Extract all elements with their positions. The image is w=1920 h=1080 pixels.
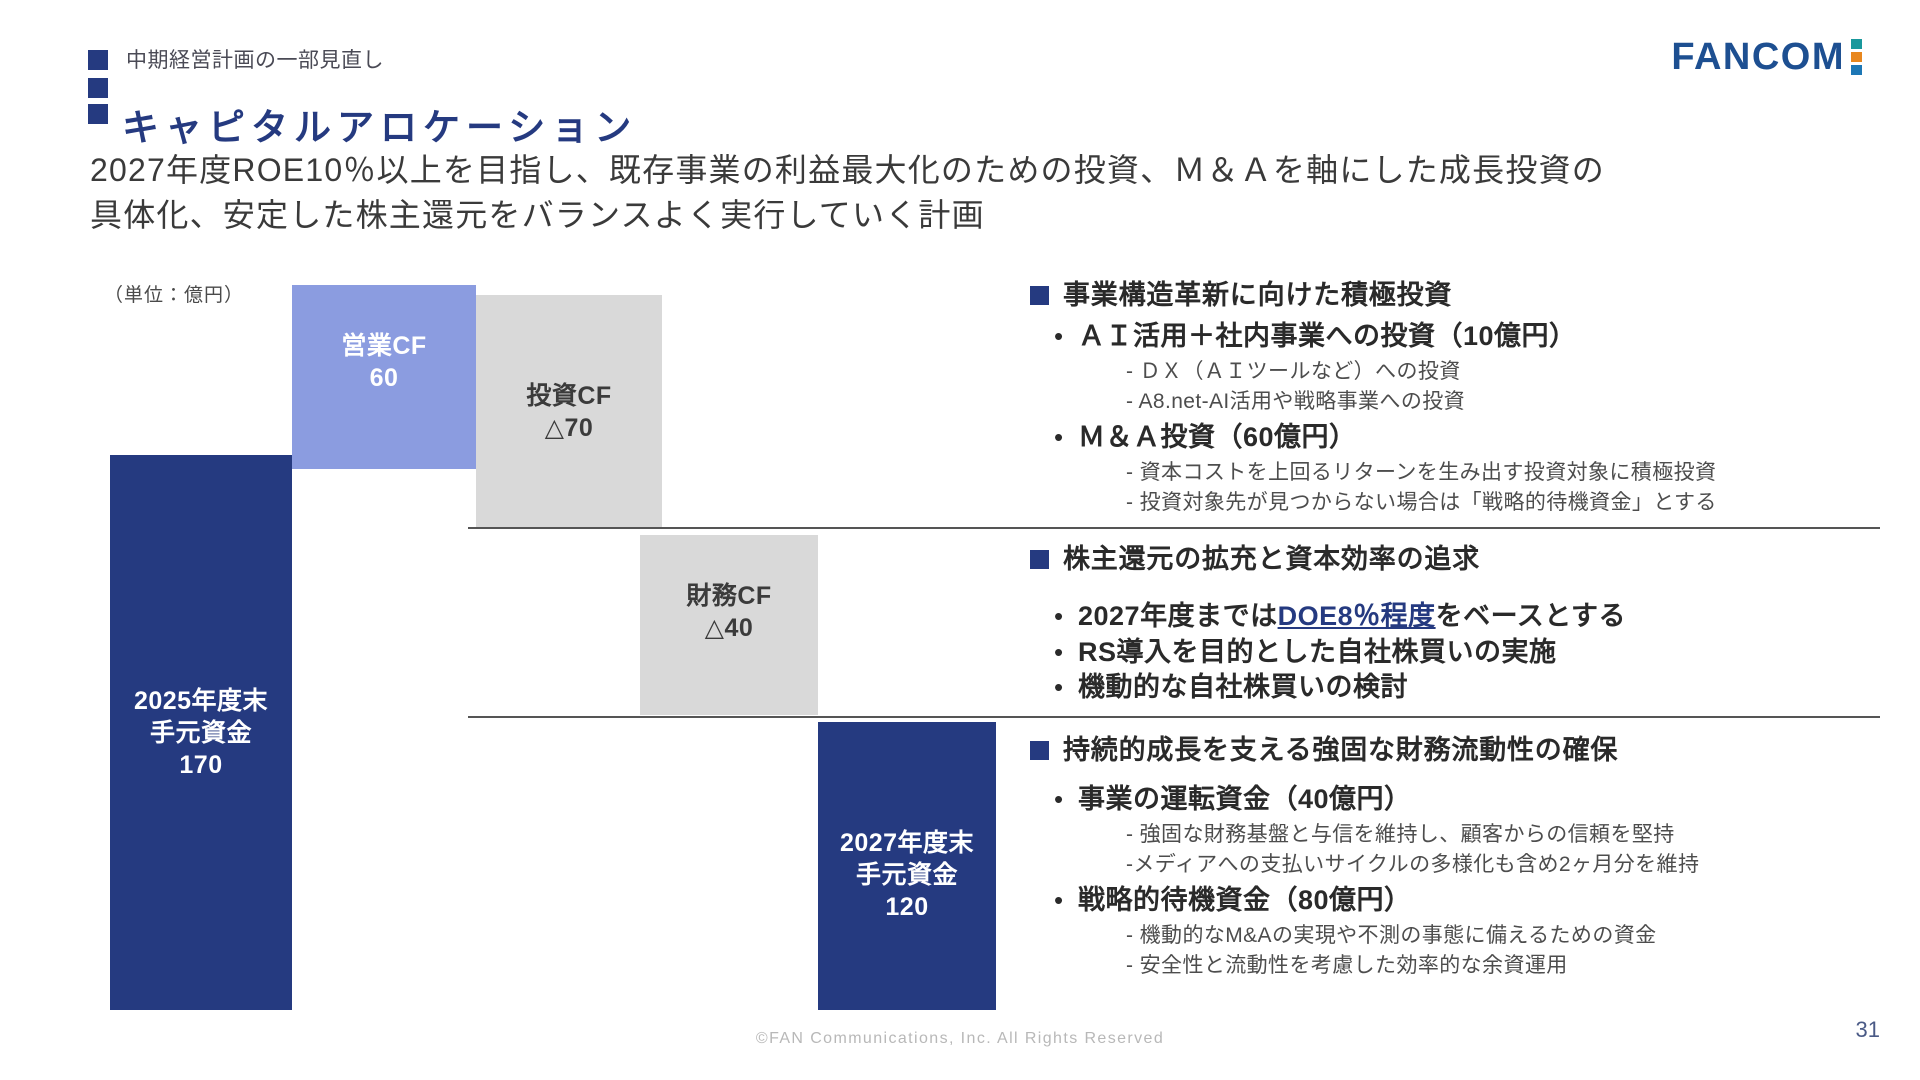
logo-squares-icon [1851,38,1862,76]
bullet-text: 機動的な自社株買いの検討 [1078,672,1408,703]
bullet-dot-icon: • [1054,672,1064,703]
bullet-row: • 機動的な自社株買いの検討 [1030,670,1910,706]
list-item: • 機動的な自社株買いの検討 [1030,670,1910,706]
slide-header: 中期経営計画の一部見直し キャピタルアロケーション FANCOM [0,0,1920,148]
section-marker-square-icon [1030,550,1049,569]
bullet-row: • RS導入を目的とした自社株買いの実施 [1030,635,1910,671]
sub-bullet: A8.net-AI活用や戦略事業への投資 [1126,387,1910,417]
section-divider [468,716,1880,718]
panel-section-investment: 事業構造革新に向けた積極投資 • ＡＩ活用＋社内事業への投資（10億円） ＤＸ（… [1030,278,1910,522]
bullet-dot-icon: • [1054,321,1064,352]
fancom-logo: FANCOM [1671,38,1862,76]
bullet-row: • 2027年度まではDOE8％程度をベースとする [1030,599,1910,635]
list-item: • ＡＩ活用＋社内事業への投資（10億円） ＤＸ（ＡＩツールなど）への投資 A8… [1030,319,1910,416]
sub-bullet: 投資対象先が見つからない場合は「戦略的待機資金」とする [1126,488,1910,518]
capital-allocation-waterfall-chart: （単位：億円） 2025年度末 手元資金 170 営業CF 60 投資CF △7… [104,285,996,1010]
chart-bar-end-cash: 2027年度末 手元資金 120 [818,722,996,1010]
logo-wordmark: FANCOM [1671,36,1845,78]
panel-section-shareholder-return: 株主還元の拡充と資本効率の追求 • 2027年度まではDOE8％程度をベースとす… [1030,542,1910,706]
bullet-text-before: 2027年度までは [1078,601,1278,632]
chart-bar-investing-cf: 投資CF △70 [476,295,662,527]
chart-unit-label: （単位：億円） [104,285,245,306]
section-title: 持続的成長を支える強固な財務流動性の確保 [1063,735,1619,765]
bullet-row: • 戦略的待機資金（80億円） [1030,883,1910,919]
bullet-row: • ＡＩ活用＋社内事業への投資（10億円） [1030,319,1910,355]
list-item: • Ｍ＆Ａ投資（60億円） 資本コストを上回るリターンを生み出す投資対象に積極投… [1030,420,1910,517]
logo-square-orange-icon [1851,51,1862,62]
bullet-dot-icon: • [1054,422,1064,453]
list-item: • 2027年度まではDOE8％程度をベースとする [1030,599,1910,635]
bullet-dot-icon: • [1054,784,1064,815]
bullet-text: 戦略的待機資金（80億円） [1078,885,1412,916]
list-item: • RS導入を目的とした自社株買いの実施 [1030,635,1910,671]
section-title: 株主還元の拡充と資本効率の追求 [1063,544,1480,574]
bullet-dot-icon: • [1054,601,1064,632]
lead-paragraph: 2027年度ROE10％以上を目指し、既存事業の利益最大化のための投資、Ｍ＆Ａを… [90,148,1850,239]
page-title: キャピタルアロケーション [122,106,638,148]
sub-bullet: ＤＸ（ＡＩツールなど）への投資 [1126,357,1910,387]
section-header: 事業構造革新に向けた積極投資 [1030,278,1910,313]
bullet-text: 事業の運転資金（40億円） [1078,784,1412,815]
logo-square-blue-icon [1851,64,1862,75]
bullet-text-after: をベースとする [1435,601,1626,632]
sub-bullet-list: 機動的なM&Aの実現や不測の事態に備えるための資金 安全性と流動性を考慮した効率… [1030,921,1910,981]
section-header: 持続的成長を支える強固な財務流動性の確保 [1030,733,1910,768]
header-marker-square-icon [88,104,108,124]
bullet-text: RS導入を目的とした自社株買いの実施 [1078,636,1557,667]
section-marker-square-icon [1030,741,1049,760]
logo-square-teal-icon [1851,38,1862,49]
panel-section-liquidity: 持続的成長を支える強固な財務流動性の確保 • 事業の運転資金（40億円） 強固な… [1030,733,1910,985]
section-divider [468,527,1880,529]
lead-line-2: 具体化、安定した株主還元をバランスよく実行していく計画 [90,197,985,234]
sub-bullet-list: 強固な財務基盤と与信を維持し、顧客からの信頼を堅持 メディアへの支払いサイクルの… [1030,820,1910,880]
bullet-row: • 事業の運転資金（40億円） [1030,782,1910,818]
sub-bullet-list: 資本コストを上回るリターンを生み出す投資対象に積極投資 投資対象先が見つからない… [1030,458,1910,518]
bullet-text: ＡＩ活用＋社内事業への投資（10億円） [1078,321,1577,352]
sub-bullet: 強固な財務基盤と与信を維持し、顧客からの信頼を堅持 [1126,820,1910,850]
lead-line-1: 2027年度ROE10％以上を目指し、既存事業の利益最大化のための投資、Ｍ＆Ａを… [90,152,1605,188]
bullet-list: • 2027年度まではDOE8％程度をベースとする • RS導入を目的とした自社… [1030,599,1910,706]
section-title: 事業構造革新に向けた積極投資 [1063,280,1453,310]
header-subtitle: 中期経営計画の一部見直し [126,49,384,72]
sub-bullet: 機動的なM&Aの実現や不測の事態に備えるための資金 [1126,921,1910,951]
doe-link[interactable]: DOE8％程度 [1277,601,1436,632]
sub-bullet: 資本コストを上回るリターンを生み出す投資対象に積極投資 [1126,458,1910,488]
header-marker-group [88,50,108,124]
bullet-dot-icon: • [1054,885,1064,916]
bullet-row: • Ｍ＆Ａ投資（60億円） [1030,420,1910,456]
sub-bullet: メディアへの支払いサイクルの多様化も含め2ヶ月分を維持 [1126,850,1910,880]
sub-bullet-list: ＤＸ（ＡＩツールなど）への投資 A8.net-AI活用や戦略事業への投資 [1030,357,1910,417]
chart-bar-start-cash: 2025年度末 手元資金 170 [110,455,292,1010]
chart-bar-operating-cf: 営業CF 60 [292,285,476,469]
list-item: • 事業の運転資金（40億円） 強固な財務基盤と与信を維持し、顧客からの信頼を堅… [1030,782,1910,879]
page-number: 31 [1855,1017,1880,1042]
header-marker-square-icon [88,78,108,98]
bullet-list: • 事業の運転資金（40億円） 強固な財務基盤と与信を維持し、顧客からの信頼を堅… [1030,782,1910,981]
chart-bar-financing-cf: 財務CF △40 [640,535,818,715]
list-item: • 戦略的待機資金（80億円） 機動的なM&Aの実現や不測の事態に備えるための資… [1030,883,1910,980]
sub-bullet: 安全性と流動性を考慮した効率的な余資運用 [1126,951,1910,981]
bullet-text: Ｍ＆Ａ投資（60億円） [1078,422,1357,453]
bullet-dot-icon: • [1054,636,1064,667]
section-marker-square-icon [1030,286,1049,305]
header-marker-square-icon [88,50,108,70]
bullet-text: 2027年度まではDOE8％程度をベースとする [1078,599,1626,635]
detail-panel: 事業構造革新に向けた積極投資 • ＡＩ活用＋社内事業への投資（10億円） ＤＸ（… [1030,0,1910,1080]
footer-copyright: ©FAN Communications, Inc. All Rights Res… [755,1030,1165,1047]
section-header: 株主還元の拡充と資本効率の追求 [1030,542,1910,577]
bullet-list: • ＡＩ活用＋社内事業への投資（10億円） ＤＸ（ＡＩツールなど）への投資 A8… [1030,319,1910,518]
